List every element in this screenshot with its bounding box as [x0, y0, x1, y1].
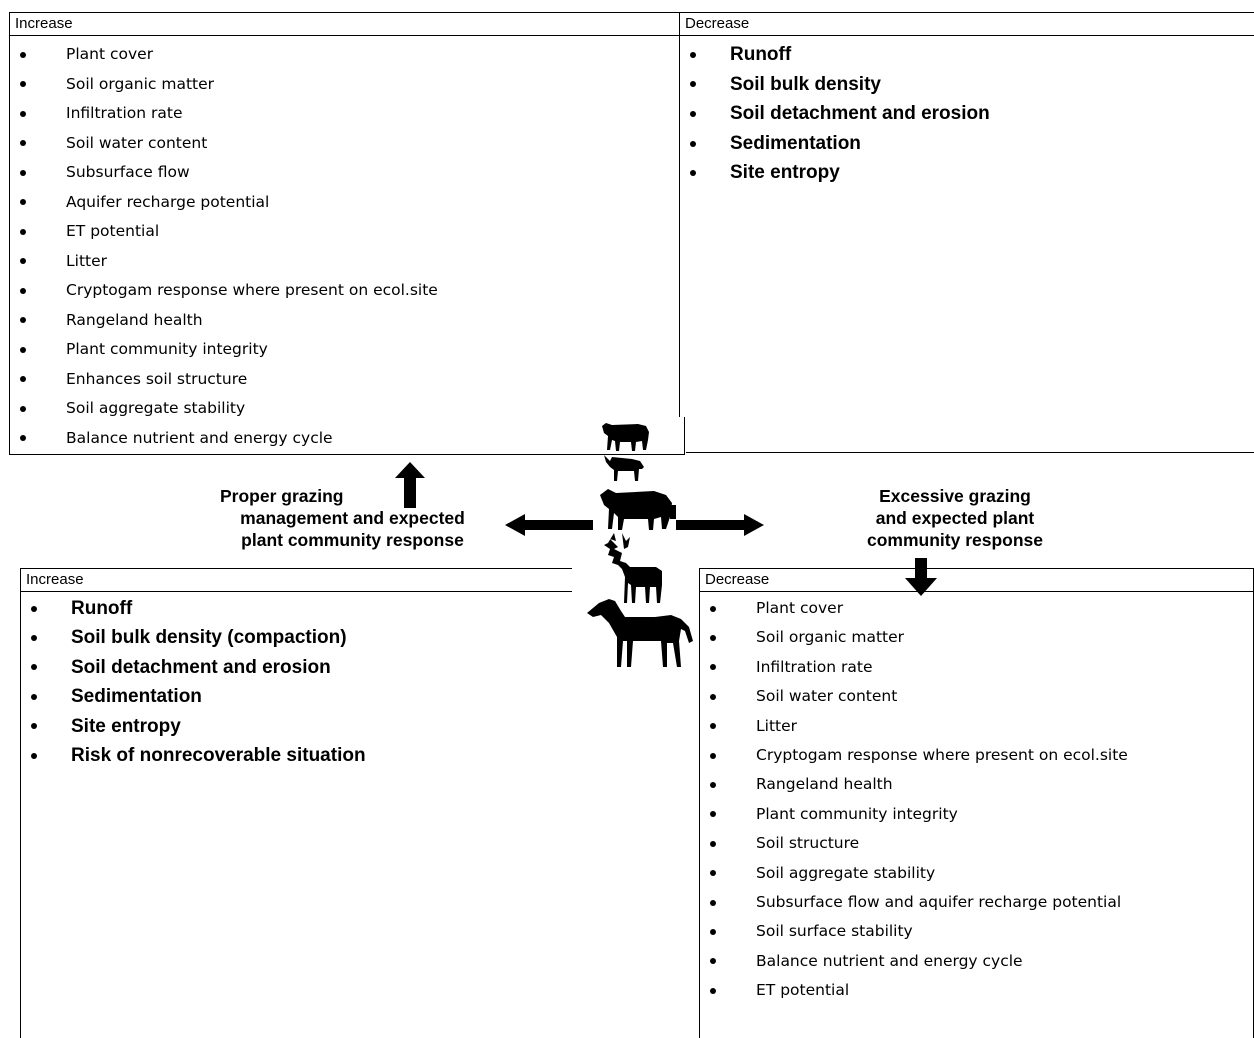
list-item: Aquifer recharge potential	[10, 188, 684, 218]
panel-header: Decrease	[700, 569, 1253, 592]
horse-icon	[587, 599, 693, 667]
list-item: Rangeland health	[700, 770, 1253, 799]
arrow-left-icon	[505, 514, 593, 536]
cattle-icon	[602, 423, 649, 451]
deer-icon	[604, 533, 662, 603]
grazing-animals	[580, 415, 700, 675]
excessive-grazing-increase-panel: Increase Runoff Soil bulk density (compa…	[20, 568, 572, 1038]
list-item: Risk of nonrecoverable situation	[21, 741, 572, 770]
list-item: Cryptogam response where present on ecol…	[700, 741, 1253, 770]
panel-header: Decrease	[680, 13, 1254, 36]
list-item: Enhances soil structure	[10, 365, 684, 395]
list-item: Infiltration rate	[700, 653, 1253, 682]
list-item: Soil bulk density	[680, 70, 1254, 100]
list-item: Soil organic matter	[700, 623, 1253, 652]
list-item: Soil water content	[10, 129, 684, 159]
list-item: Sedimentation	[680, 129, 1254, 159]
list-item: Soil organic matter	[10, 70, 684, 100]
list-item: Infiltration rate	[10, 99, 684, 129]
list-item: Subsurface flow	[10, 158, 684, 188]
list-item: Runoff	[21, 594, 572, 623]
arrow-right-icon	[676, 514, 764, 536]
list-item: Soil water content	[700, 682, 1253, 711]
list-item: Litter	[10, 247, 684, 277]
list-item: Soil aggregate stability	[10, 394, 684, 424]
proper-grazing-decrease-panel: Decrease Runoff Soil bulk density Soil d…	[679, 12, 1254, 417]
list-item: Soil structure	[700, 829, 1253, 858]
divider-line	[686, 452, 1254, 453]
list-item: Rangeland health	[10, 306, 684, 336]
list-item: ET potential	[700, 976, 1253, 1005]
list-item: Balance nutrient and energy cycle	[700, 947, 1253, 976]
list-item: Plant community integrity	[10, 335, 684, 365]
list-item: Soil detachment and erosion	[21, 653, 572, 682]
list-item: Litter	[700, 712, 1253, 741]
list-item: Soil aggregate stability	[700, 859, 1253, 888]
panel-header: Increase	[21, 569, 572, 592]
increase-list: Runoff Soil bulk density (compaction) So…	[21, 592, 572, 770]
list-item: Site entropy	[21, 712, 572, 741]
increase-list: Plant cover Soil organic matter Infiltra…	[10, 36, 684, 453]
list-item: Site entropy	[680, 158, 1254, 188]
list-item: ET potential	[10, 217, 684, 247]
goat-icon	[604, 455, 644, 481]
arrow-up-icon	[395, 462, 425, 508]
list-item: Plant cover	[10, 40, 684, 70]
excessive-grazing-decrease-panel: Decrease Plant cover Soil organic matter…	[699, 568, 1254, 1038]
list-item: Soil detachment and erosion	[680, 99, 1254, 129]
decrease-list: Runoff Soil bulk density Soil detachment…	[680, 36, 1254, 188]
list-item: Runoff	[680, 40, 1254, 70]
cow-icon	[600, 489, 676, 530]
list-item: Plant cover	[700, 594, 1253, 623]
proper-grazing-increase-panel: Increase Plant cover Soil organic matter…	[9, 12, 685, 455]
excessive-grazing-caption: Excessive grazing and expected plant com…	[866, 486, 1044, 550]
list-item: Cryptogam response where present on ecol…	[10, 276, 684, 306]
list-item: Subsurface flow and aquifer recharge pot…	[700, 888, 1253, 917]
list-item: Balance nutrient and energy cycle	[10, 424, 684, 454]
list-item: Soil bulk density (compaction)	[21, 623, 572, 652]
list-item: Plant community integrity	[700, 800, 1253, 829]
panel-header: Increase	[10, 13, 684, 36]
list-item: Sedimentation	[21, 682, 572, 711]
proper-grazing-caption: Proper grazing management and expected p…	[220, 486, 465, 550]
arrow-down-icon	[905, 558, 937, 596]
list-item: Soil surface stability	[700, 917, 1253, 946]
decrease-list: Plant cover Soil organic matter Infiltra…	[700, 592, 1253, 1005]
